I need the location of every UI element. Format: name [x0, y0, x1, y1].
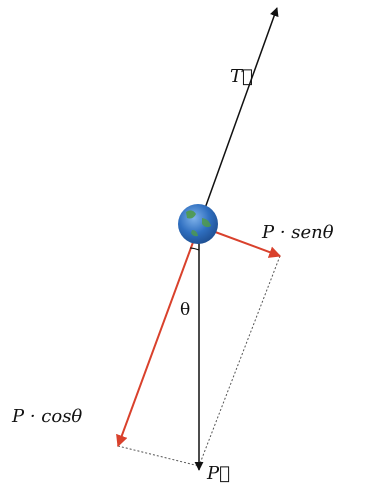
angle-arc [189, 247, 200, 251]
angle-label: θ [180, 300, 190, 320]
tension-label: T⃗ [230, 66, 253, 87]
tension-vector [198, 7, 279, 226]
weight-normal-component [116, 225, 200, 448]
weight-normal-label: P · cosθ [11, 406, 82, 427]
dashed-edge-right [198, 255, 281, 467]
weight-tangential-label: P · senθ [261, 222, 334, 243]
pendulum-bob [178, 204, 218, 244]
weight-label: P⃗ [206, 463, 230, 484]
dashed-edge-bottom [117, 445, 200, 467]
